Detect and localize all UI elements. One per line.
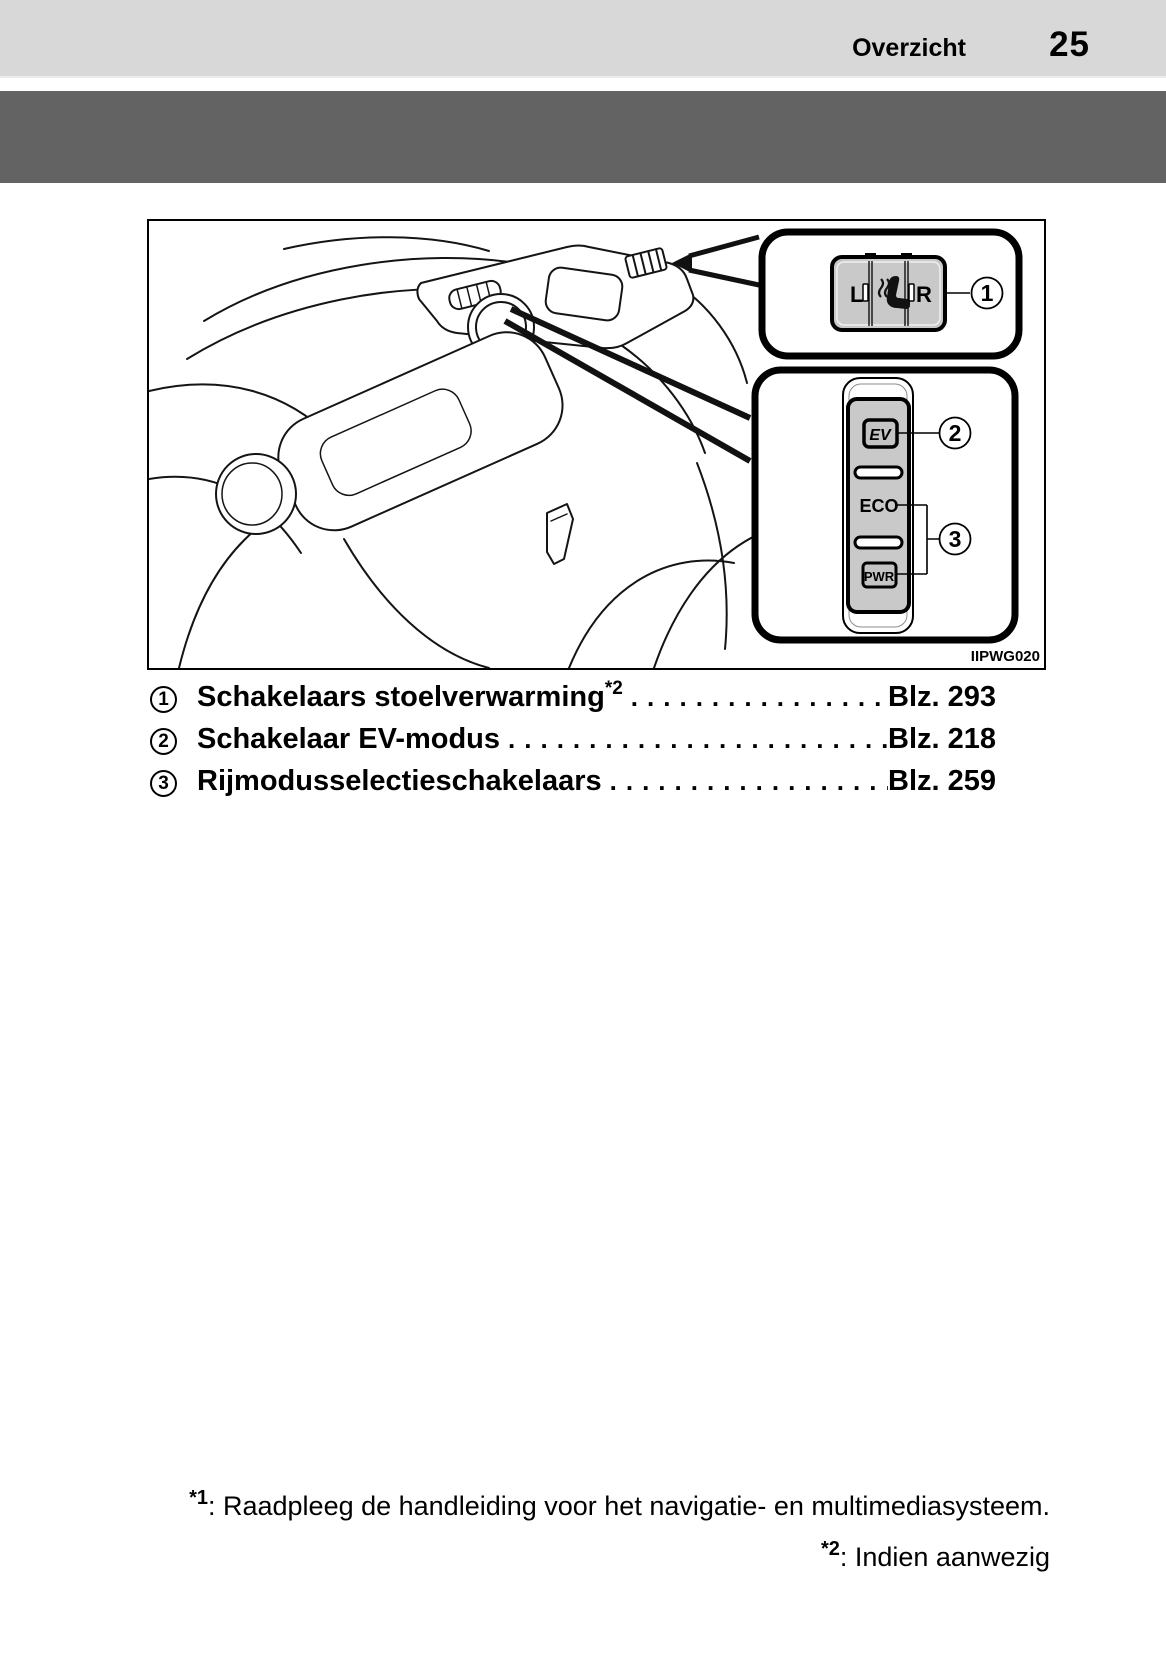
chapter-banner: [0, 91, 1166, 183]
seat-heater-switch-location: [624, 247, 668, 279]
dot-leader: ........................................…: [609, 766, 888, 796]
legend-number-badge: 2: [150, 727, 177, 755]
panel-separator-bottom: [853, 535, 904, 550]
seat-heater-right-label: R: [916, 282, 932, 307]
drive-mode-panel: EV ECO PWR: [842, 377, 914, 634]
section-title: Overzicht: [852, 34, 966, 62]
footnotes: *1: Raadpleeg de handleiding voor het na…: [189, 1477, 1050, 1579]
dot-leader: ........................................…: [630, 682, 888, 712]
page-number: 25: [1049, 25, 1090, 64]
list-item: 3 Rijmodusselectieschakelaars ..........…: [150, 762, 996, 804]
callout-number-2: 2: [949, 420, 962, 446]
page-reference: Blz. 259: [888, 765, 996, 797]
list-item: 2 Schakelaar EV-modus ..................…: [150, 720, 996, 762]
legend-item-label: Schakelaar EV-modus: [197, 723, 501, 755]
panel-separator-top: [853, 465, 904, 480]
footnote-text: : Indien aanwezig: [839, 1542, 1050, 1572]
console-illustration: L R 1 EV ECO: [149, 228, 1040, 668]
seat-heater-left-label: L: [850, 282, 863, 307]
figure-box: L R 1 EV ECO: [147, 219, 1046, 670]
seat-heater-left-indicator: [862, 283, 869, 302]
pwr-button-label: PWR: [864, 569, 895, 584]
seat-heater-switch: L R: [830, 253, 947, 332]
legend-item-label: Rijmodusselectieschakelaars: [197, 765, 602, 797]
page-header: Overzicht 25: [0, 0, 1166, 78]
footnote-marker: *2: [820, 1538, 840, 1560]
callout-number-1: 1: [981, 280, 994, 306]
figure-image-code: IIPWG020: [971, 648, 1040, 665]
legend-number-badge: 1: [150, 685, 177, 713]
pwr-button: [861, 561, 898, 589]
dot-leader: ........................................…: [508, 724, 888, 754]
callout-number-1-circle: [970, 276, 1004, 310]
legend-number-badge: 3: [150, 769, 177, 797]
seat-heater-right-indicator: [908, 283, 915, 302]
callout-pointer-lines: [503, 306, 752, 464]
eco-label: ECO: [859, 496, 898, 516]
superscript-note-ref: *2: [604, 678, 623, 699]
legend-item-label: Schakelaars stoelverwarming*2: [197, 678, 623, 713]
seat-heater-icon: [877, 276, 910, 309]
page-reference: Blz. 218: [888, 723, 996, 755]
footnote-line: *1: Raadpleeg de handleiding voor het na…: [189, 1477, 1050, 1528]
legend-list: 1 Schakelaars stoelverwarming*2 ........…: [150, 678, 996, 804]
footnote-text: : Raadpleeg de handleiding voor het navi…: [207, 1491, 1050, 1521]
console-line-art: [149, 236, 845, 668]
footnote-marker: *1: [189, 1487, 208, 1509]
callout1-arrow: [672, 234, 760, 288]
ev-button-label: EV: [869, 427, 892, 444]
list-item: 1 Schakelaars stoelverwarming*2 ........…: [150, 678, 996, 720]
callout-number-2-circle: [938, 416, 972, 450]
callout-number-3-circle: [938, 522, 972, 556]
callout-number-3: 3: [949, 526, 962, 552]
footnote-line: *2: Indien aanwezig: [189, 1528, 1050, 1579]
page-reference: Blz. 293: [888, 681, 996, 713]
